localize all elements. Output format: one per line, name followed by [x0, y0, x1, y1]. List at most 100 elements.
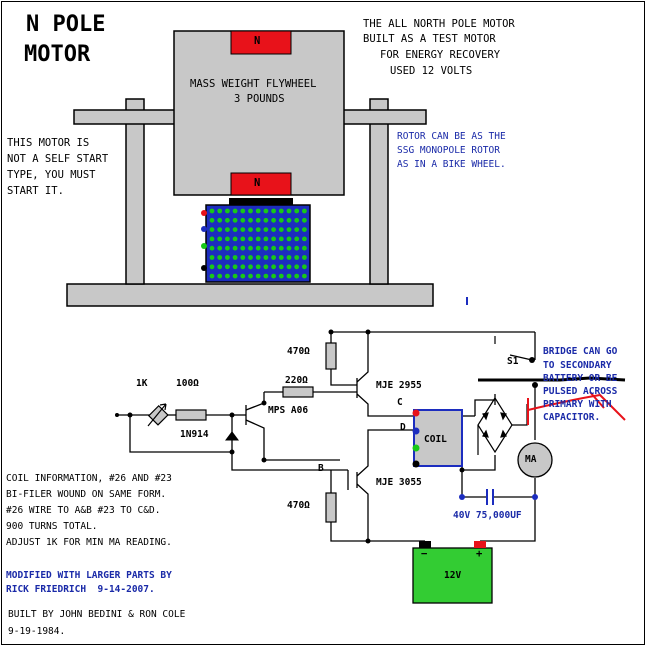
coil-terminal-red	[412, 409, 420, 417]
winding-dot	[255, 208, 261, 214]
winding-dot	[286, 273, 292, 279]
built-note-1: BUILT BY JOHN BEDINI & RON COLE	[8, 609, 186, 620]
winding-dot	[255, 264, 261, 270]
bridge-note-1: BRIDGE CAN GO	[543, 346, 618, 357]
lead-dot-red	[201, 210, 207, 216]
left-note-1: THIS MOTOR IS	[7, 137, 90, 149]
winding-dot	[209, 255, 215, 260]
title-line-2: MOTOR	[24, 42, 91, 67]
capacitor-label: 40V 75,000UF	[453, 510, 522, 521]
winding-dot	[255, 245, 261, 251]
winding-dot	[302, 208, 307, 214]
winding-dot	[278, 245, 284, 251]
winding-dot	[255, 217, 261, 223]
winding-dot	[294, 245, 300, 251]
header-note-4: USED 12 VOLTS	[390, 65, 473, 77]
label-220: 220Ω	[285, 375, 308, 386]
coil-info-5: ADJUST 1K FOR MIN MA READING.	[6, 537, 172, 548]
winding-dot	[278, 227, 284, 233]
bridge-output-wire	[477, 404, 528, 455]
winding-dot	[278, 255, 284, 260]
winding-dot	[271, 255, 276, 260]
winding-dot	[302, 255, 307, 260]
milliammeter	[517, 442, 553, 478]
winding-dot	[217, 255, 223, 260]
winding-dot	[217, 245, 223, 251]
winding-dot	[271, 227, 276, 233]
winding-dot	[294, 227, 300, 233]
winding-dot	[217, 236, 223, 242]
winding-dot	[302, 217, 307, 223]
winding-dot	[217, 264, 223, 270]
node-d-label: D	[400, 422, 406, 433]
winding-dot	[240, 236, 246, 242]
winding-dot	[271, 273, 276, 279]
winding-dot	[225, 264, 230, 270]
stator-coil-block	[205, 204, 311, 283]
winding-dot	[225, 227, 230, 233]
coil-box	[413, 409, 463, 467]
winding-dot	[263, 273, 269, 279]
winding-dot	[209, 264, 215, 270]
winding-dot	[278, 273, 284, 279]
magnet-top-label: N	[254, 35, 261, 47]
battery-body	[412, 547, 493, 604]
battery-pos-terminal	[474, 541, 486, 548]
magnet-top	[230, 30, 292, 55]
winding-dot	[271, 245, 276, 251]
winding-dot	[248, 208, 253, 214]
winding-dot	[232, 227, 238, 233]
diode-1n914	[225, 431, 239, 441]
winding-dot	[263, 217, 269, 223]
winding-dot	[240, 245, 246, 251]
winding-dot	[286, 208, 292, 214]
battery-label: 12V	[444, 570, 462, 581]
winding-dot	[232, 255, 238, 260]
winding-dot	[217, 273, 223, 279]
pot-arrow	[147, 403, 167, 427]
winding-dot	[286, 227, 292, 233]
lead-dot-blue	[201, 226, 207, 232]
winding-dot	[209, 227, 215, 233]
winding-dot	[255, 273, 261, 279]
winding-dot	[294, 217, 300, 223]
winding-dot	[271, 264, 276, 270]
coil-core-cap	[229, 198, 293, 205]
winding-dot	[255, 227, 261, 233]
winding-dot	[286, 264, 292, 270]
modified-note-1: MODIFIED WITH LARGER PARTS BY	[6, 570, 172, 581]
lead-dot-black	[201, 265, 207, 271]
winding-dot	[302, 264, 307, 270]
flywheel-label-1: MASS WEIGHT FLYWHEEL	[190, 78, 317, 90]
meter-label: MA	[525, 454, 537, 465]
resistor-470-bottom	[325, 492, 337, 523]
circuit-wires	[117, 331, 536, 542]
label-470-bottom: 470Ω	[287, 500, 310, 511]
winding-dot	[263, 236, 269, 242]
winding-dot	[248, 264, 253, 270]
winding-dot	[302, 245, 307, 251]
resistors	[147, 342, 337, 523]
bridge-thick-wire	[478, 376, 626, 382]
coil-winding-dots	[209, 208, 307, 279]
resistor-470-top	[325, 342, 337, 370]
modified-note-2: RICK FRIEDRICH 9-14-2007.	[6, 584, 155, 595]
coil-terminal-black	[412, 460, 420, 468]
winding-dot	[263, 208, 269, 214]
coil-info-4: 900 TURNS TOTAL.	[6, 521, 98, 532]
winding-dot	[209, 273, 215, 279]
magnet-bottom	[230, 172, 292, 196]
winding-dot	[209, 236, 215, 242]
coil-info-1: COIL INFORMATION, #26 AND #23	[6, 473, 172, 484]
node-b-label: B	[318, 463, 324, 474]
winding-dot	[232, 236, 238, 242]
magnet-bottom-label: N	[254, 177, 261, 189]
title-line-1: N POLE	[26, 12, 106, 37]
winding-dot	[294, 255, 300, 260]
winding-dot	[232, 245, 238, 251]
left-note-3: TYPE, YOU MUST	[7, 169, 96, 181]
coil-info-3: #26 WIRE TO A&B #23 TO C&D.	[6, 505, 161, 516]
bridge-rectifier	[477, 396, 513, 454]
winding-dot	[263, 255, 269, 260]
